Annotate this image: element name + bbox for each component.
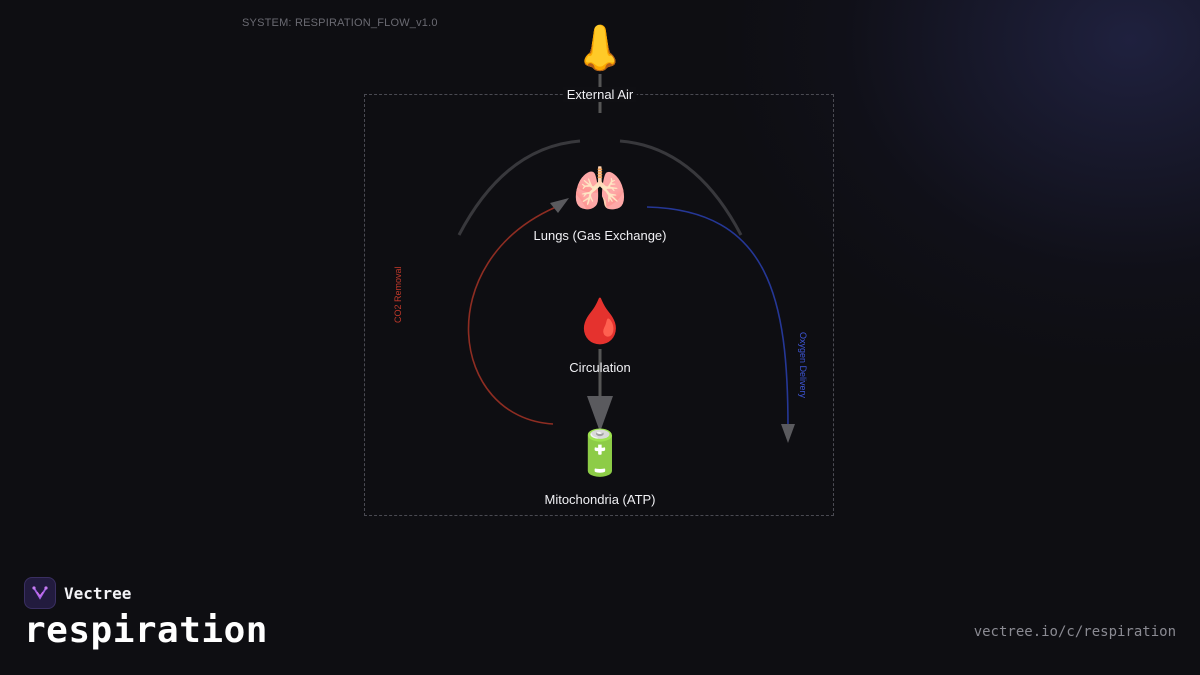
co2-removal-label: CO2 Removal: [393, 266, 403, 323]
co2-arrowhead: [550, 198, 569, 213]
page-url[interactable]: vectree.io/c/respiration: [973, 624, 1176, 640]
brand-name: Vectree: [64, 583, 132, 603]
blood-drop-icon: 🩸: [572, 296, 628, 347]
battery-icon: 🔋: [572, 428, 628, 479]
circulation-arrowhead: [587, 396, 613, 432]
vectree-logo-icon: [24, 577, 56, 609]
oxygen-delivery-label: Oxygen Delivery: [798, 332, 808, 399]
page-title: respiration: [24, 610, 268, 651]
brand[interactable]: Vectree: [24, 577, 131, 609]
node-label-lungs: Lungs (Gas Exchange): [533, 228, 667, 243]
co2-removal-path: [467, 206, 557, 425]
lungs-icon: 🫁: [572, 164, 628, 215]
node-label-mitochondria: Mitochondria (ATP): [544, 492, 656, 507]
node-label-external-air: External Air: [562, 87, 638, 102]
right-airway-arc: [619, 139, 743, 236]
oxygen-arrowhead: [781, 424, 795, 443]
system-label: SYSTEM: RESPIRATION_FLOW_v1.0: [242, 17, 438, 29]
external-air-label-text: External Air: [562, 87, 638, 102]
node-label-circulation: Circulation: [569, 360, 631, 375]
oxygen-delivery-path: [646, 206, 789, 429]
nose-icon: 👃: [572, 23, 628, 74]
left-airway-arc: [457, 139, 581, 236]
